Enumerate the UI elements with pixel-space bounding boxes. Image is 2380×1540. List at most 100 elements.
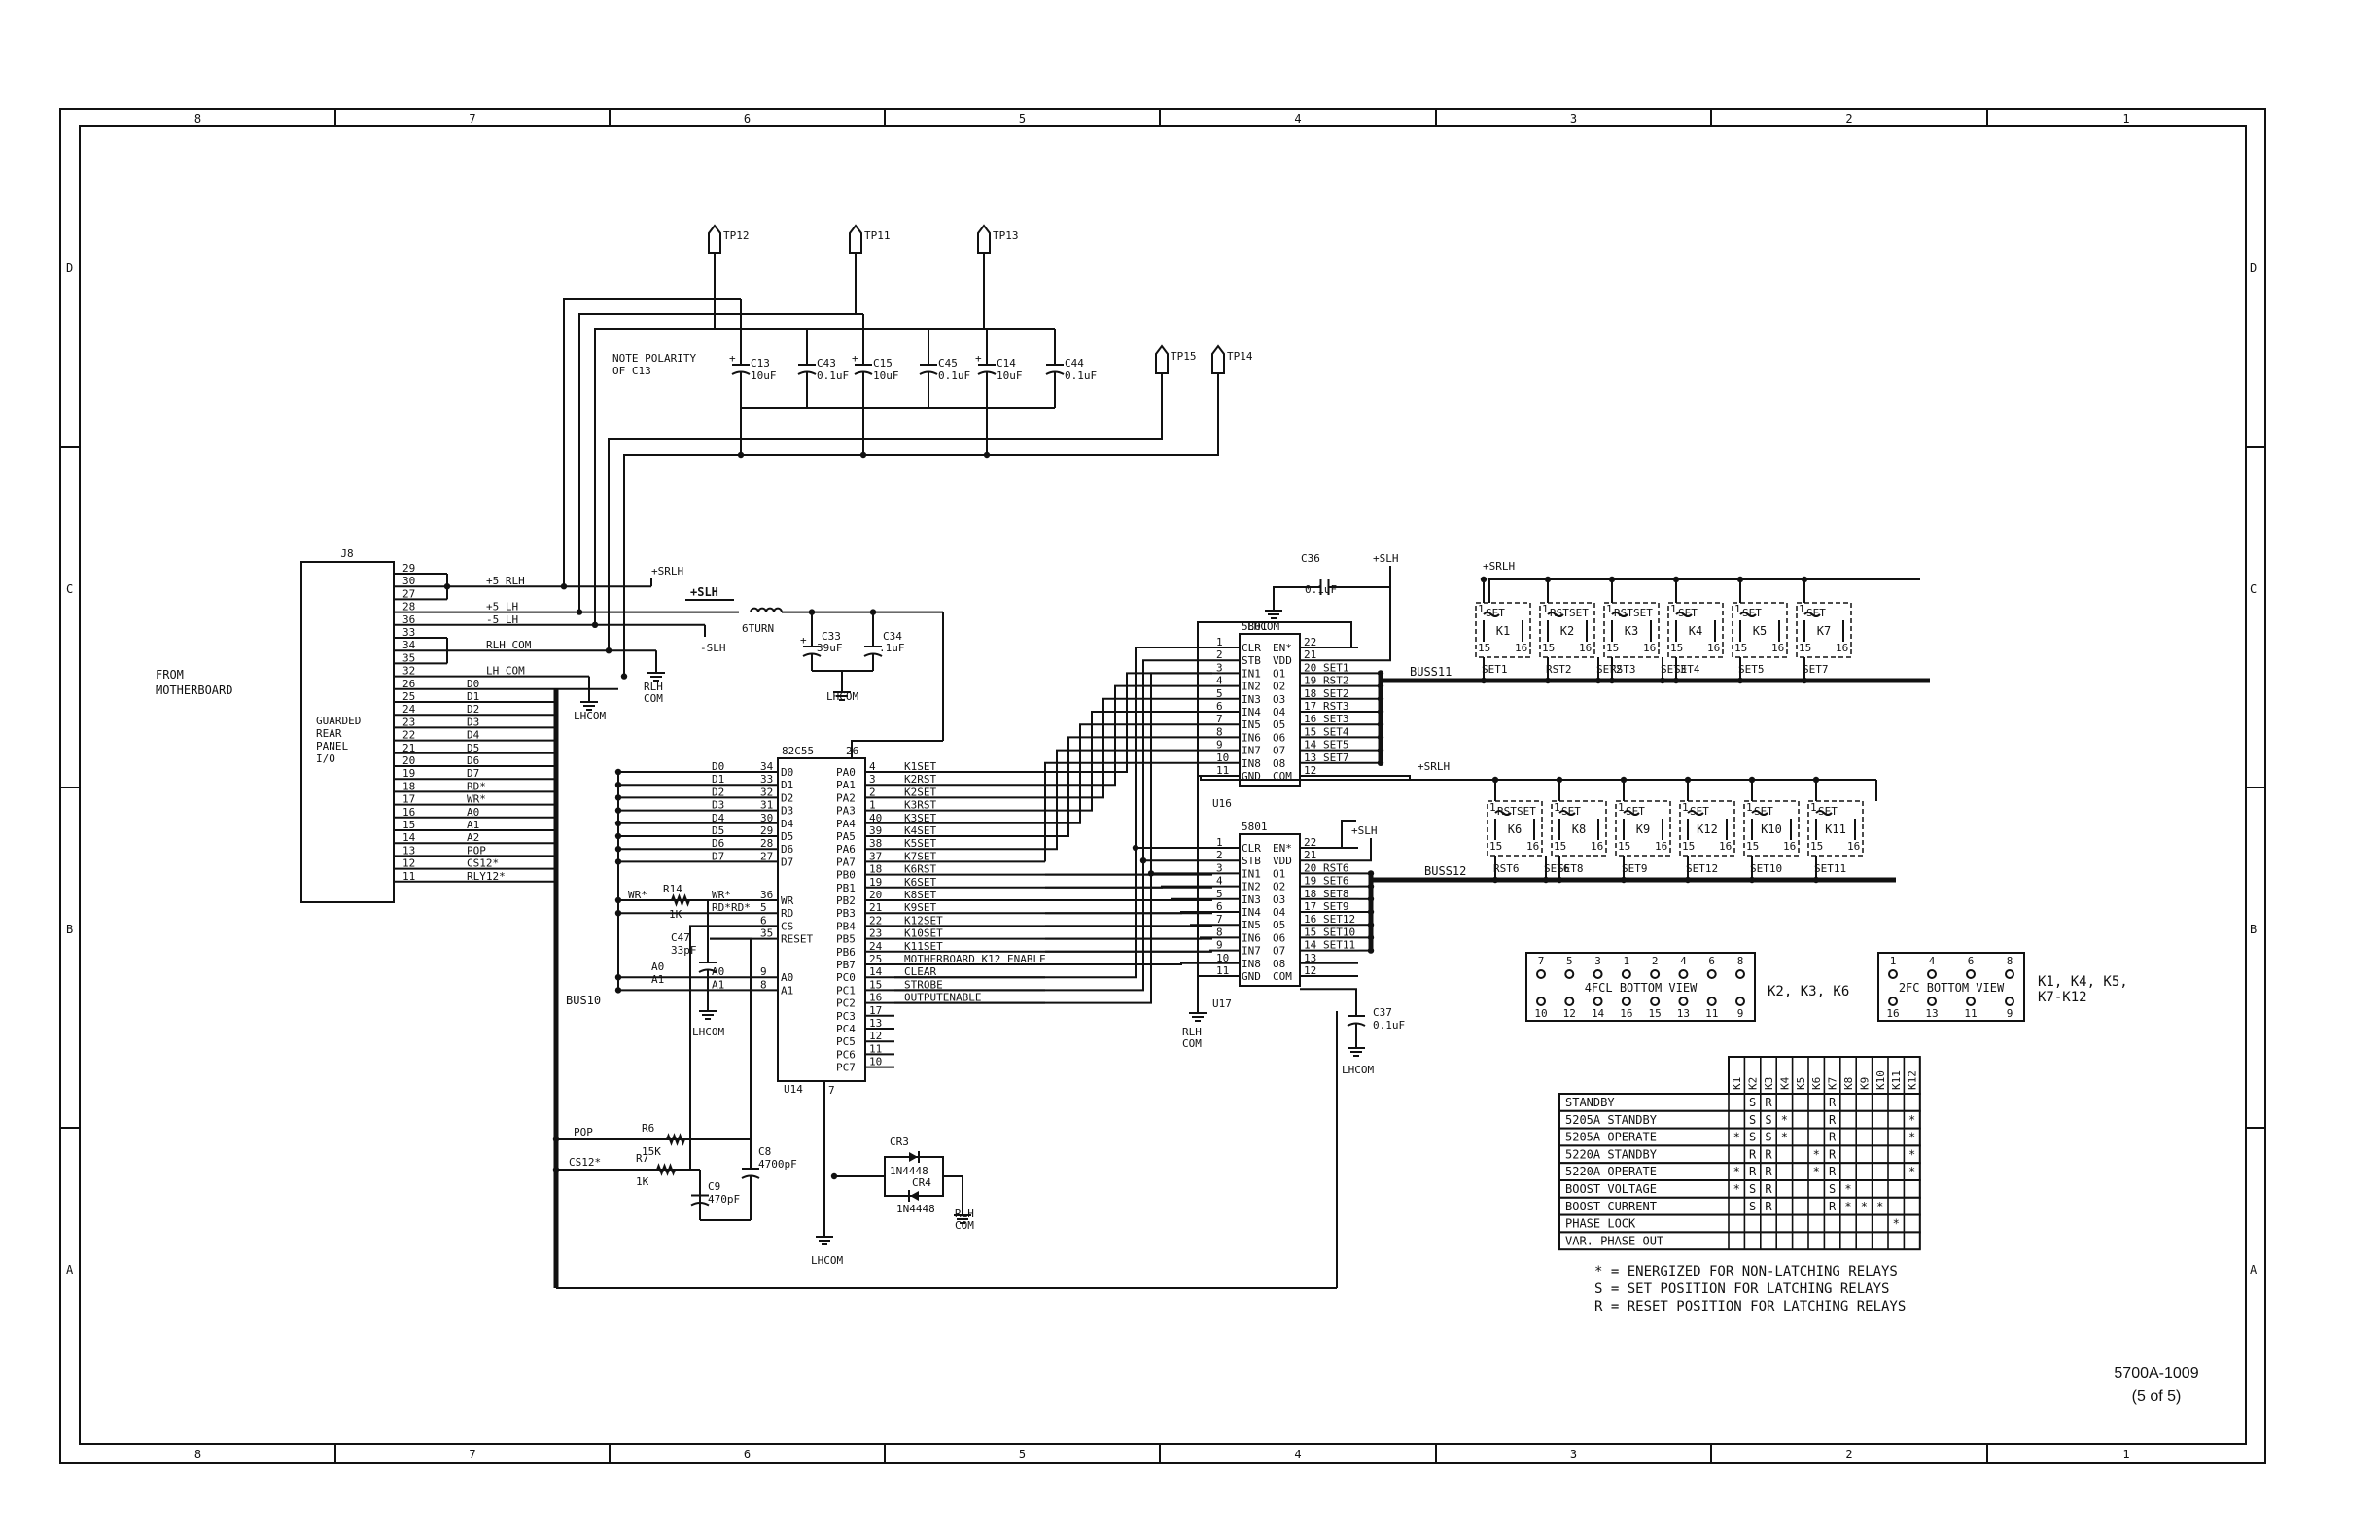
capacitor-symbol [863,630,883,671]
table-col-header: K1 [1731,1077,1743,1090]
bus-label: BUSS12 [1424,864,1466,878]
table-row-label: PHASE LOCK [1565,1217,1636,1231]
pin-number: 19 [1304,675,1316,687]
pin-name: GND [1242,770,1261,783]
label-line: PANEL [316,740,348,752]
relay-coil-label: SET [1678,607,1698,619]
net-label: K2SET [904,786,936,798]
pin-name: O4 [1273,706,1286,718]
pin-name: PC1 [836,984,856,997]
signal-route [1045,723,1212,824]
cap-value: 470pF [708,1193,740,1206]
net-label: RD* [712,901,731,914]
cap-value: 0.1uF [817,369,849,382]
pin-name: D0 [781,766,793,779]
pin-hole [1650,969,1661,979]
pin-number: 18 [869,863,882,876]
relay-coil-label: SET [1561,805,1581,818]
pin-name: IN5 [1242,718,1261,731]
net-label: CLEAR [904,965,936,978]
cap-value: 0.1uF [1305,583,1337,596]
view-applies: K2, K3, K6 [1768,984,1849,999]
relay-coil-label: SET [1517,805,1536,818]
table-col-header: K7 [1827,1077,1839,1090]
table-cell: R [1765,1147,1772,1161]
net-label: A0 [467,806,479,819]
relay-outline [1551,800,1607,857]
pin-name: PA5 [836,830,856,843]
pin-number: 22 [1304,836,1316,849]
pin-number: 15 [1746,840,1759,853]
pin-number: 6 [1968,955,1975,967]
relay-net: SET11 [1814,862,1846,875]
pin-number: 28 [402,601,415,613]
table-cell: S [1765,1131,1771,1144]
net-label: K7SET [904,850,936,862]
junction-dot [620,673,628,680]
sheet-number: (5 of 5) [2132,1388,2182,1405]
pin-number: 8 [760,978,767,991]
junction-dot [605,648,612,654]
vdd-u17 [1358,838,1372,862]
resistor-ref: R14 [663,883,682,895]
junction-dot [1748,776,1756,784]
pin-name: D4 [781,818,794,830]
rail-to-tp11 [578,264,857,612]
ic-body [1239,633,1301,787]
pin-number: 13 [869,1017,882,1030]
table-cell: S [1749,1096,1756,1109]
zone-label-top: 1 [2122,112,2129,125]
pin-hole [1592,997,1603,1006]
table-cell: R [1829,1165,1837,1178]
testpoint-label: TP13 [993,229,1019,242]
junction-dot [1480,576,1488,583]
view-title: 4FCL BOTTOM VIEW [1585,981,1698,995]
zone-label-left: B [66,923,73,936]
pin-number: 4 [869,760,876,773]
ic-part: 82C55 [782,745,814,757]
bus-label: BUSS11 [1410,665,1452,679]
view-title: 2FC BOTTOM VIEW [1899,981,2005,995]
junction-dot [1812,776,1820,784]
table-cell: R [1765,1200,1772,1213]
pin-name: IN8 [1242,757,1261,770]
pin-number: 15 [1304,926,1316,938]
pin-number: 4 [1929,955,1936,967]
net-label: K6SET [904,876,936,889]
pin-hole [1536,997,1546,1006]
net-label: K10SET [904,928,943,940]
cap-ref: C44 [1065,357,1084,369]
capacitor-symbol [1045,329,1065,408]
table-cell: S [1765,1113,1771,1127]
table-cell: * [1908,1147,1915,1161]
net-label: WR* [467,793,486,806]
testpoint-body [849,224,862,254]
pin-number: 12 [869,1030,882,1042]
pin-number: 16 [1515,642,1527,654]
table-cell: S [1749,1113,1756,1127]
diode-ref: CR3 [890,1136,909,1148]
testpoint-label: TP14 [1227,350,1253,363]
power-label: +SRLH [1483,560,1515,573]
pin-number: 39 [869,824,882,837]
connector-body [300,561,395,903]
label-line: I/O [316,752,335,765]
table-cell: * [1908,1131,1915,1144]
pin-name: O5 [1273,919,1285,931]
pin-number: 3 [1216,661,1223,674]
ground-label: LHCOM [1342,1064,1374,1076]
relay-net: SET7 [1802,663,1829,676]
vcc-wire [851,740,943,758]
pin-hole [1621,969,1631,979]
pin-number: 1 [1890,955,1897,967]
net-label: SET12 [1323,913,1355,926]
junction-dot [830,1172,838,1180]
pin-number: 19 [869,876,882,889]
relay-coil [1751,810,1768,816]
pin-number: 3 [1216,861,1223,874]
cap-value: 0.1uF [1065,369,1097,382]
